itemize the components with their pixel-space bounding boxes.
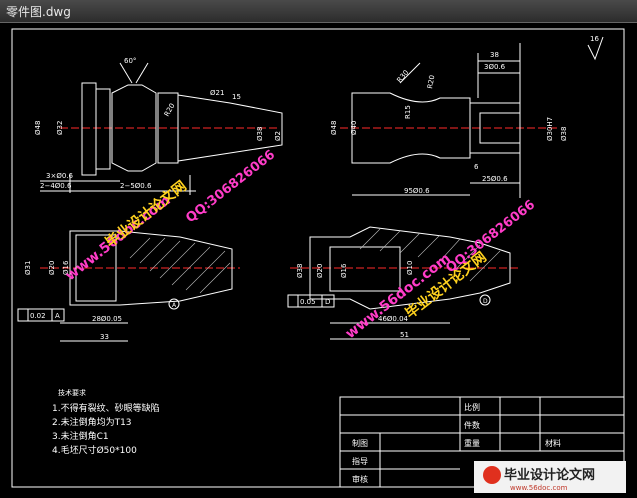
svg-text:Ø20: Ø20 (48, 261, 56, 275)
svg-text:Ø31: Ø31 (24, 261, 32, 275)
svg-text:51: 51 (400, 331, 409, 339)
svg-text:制图: 制图 (352, 438, 368, 448)
svg-text:A: A (55, 312, 60, 320)
svg-text:R30: R30 (395, 69, 410, 85)
svg-text:重量: 重量 (464, 438, 480, 448)
svg-text:D: D (325, 298, 330, 306)
svg-text:Ø38: Ø38 (560, 127, 568, 141)
tech-req-item: 3.未注倒角C1 (52, 430, 109, 442)
svg-text:比例: 比例 (464, 402, 480, 412)
watermarks: www.56doc.com 毕业设计论文网 QQ:306826066 www.5… (63, 147, 539, 342)
svg-text:Ø38: Ø38 (296, 264, 304, 278)
svg-text:审核: 审核 (352, 474, 368, 484)
tech-requirements: 技术要求 1.不得有裂纹、砂眼等缺陷 2.未注倒角均为T13 3.未注倒角C1 … (52, 388, 160, 456)
footer-brand-text: 毕业设计论文网 (504, 467, 595, 483)
svg-text:6: 6 (474, 163, 479, 171)
bottom-left-part (40, 230, 240, 342)
title-block (339, 396, 625, 488)
svg-text:Ø21: Ø21 (210, 89, 224, 97)
drawing-svg: 16 60° 3×Ø0.6 2−4Ø0.6 2− (11, 28, 626, 493)
svg-text:16: 16 (590, 35, 599, 43)
svg-text:Ø20: Ø20 (316, 264, 324, 278)
tech-req-heading: 技术要求 (58, 388, 86, 397)
svg-text:Ø30H7: Ø30H7 (546, 117, 554, 141)
svg-text:R20: R20 (163, 102, 177, 118)
svg-text:95Ø0.6: 95Ø0.6 (404, 187, 430, 195)
tolerance-frame-a: 0.02 A (17, 308, 65, 322)
svg-text:28Ø0.05: 28Ø0.05 (92, 315, 122, 323)
svg-text:2−4Ø0.6: 2−4Ø0.6 (40, 182, 72, 190)
drawing-frame (11, 28, 625, 488)
tech-req-item: 2.未注倒角均为T13 (52, 416, 132, 428)
svg-text:Ø16: Ø16 (340, 263, 348, 278)
bottom-right-dims: D 46Ø0.04 51 Ø38 Ø20 Ø16 Ø10 (296, 261, 488, 339)
watermark-qq: QQ:306826066 (183, 147, 278, 226)
svg-text:件数: 件数 (464, 420, 480, 430)
drawing-canvas[interactable]: 16 60° 3×Ø0.6 2−4Ø0.6 2− (0, 23, 637, 494)
svg-text:A: A (172, 302, 177, 309)
tolerance-frame-d: 0.05 D (287, 294, 335, 308)
tech-req-item: 4.毛坯尺寸Ø50*100 (52, 444, 137, 456)
svg-text:0.05: 0.05 (300, 298, 316, 306)
svg-text:2−5Ø0.6: 2−5Ø0.6 (120, 182, 152, 190)
window-title: 零件图.dwg (6, 5, 71, 19)
surface-finish-symbol: 16 (587, 35, 604, 61)
svg-text:Ø2: Ø2 (274, 131, 282, 141)
top-left-dims: 60° 3×Ø0.6 2−4Ø0.6 2−5Ø0.6 Ø21 15 Ø48 Ø3… (34, 57, 282, 190)
svg-text:3Ø0.6: 3Ø0.6 (484, 63, 506, 71)
top-right-part (340, 43, 560, 198)
bottom-right-part (290, 226, 520, 340)
svg-text:38: 38 (490, 51, 499, 59)
svg-text:指导: 指导 (352, 456, 368, 466)
svg-text:材料: 材料 (545, 438, 561, 448)
top-right-dims: 38 3Ø0.6 95Ø0.6 25Ø0.6 6 Ø48 Ø40 Ø30H7 Ø… (330, 51, 568, 195)
svg-text:33: 33 (100, 333, 109, 341)
svg-text:Ø48: Ø48 (34, 121, 42, 135)
svg-text:25Ø0.6: 25Ø0.6 (482, 175, 508, 183)
svg-text:15: 15 (232, 93, 241, 101)
svg-text:3×Ø0.6: 3×Ø0.6 (46, 172, 74, 180)
title-bar: 零件图.dwg (0, 0, 637, 23)
title-block-labels: 比例 件数 制图 重量 材料 指导 审核 (352, 402, 561, 484)
svg-text:60°: 60° (124, 57, 136, 65)
footer-site-text: www.56doc.com (510, 484, 568, 492)
svg-text:46Ø0.04: 46Ø0.04 (378, 315, 409, 323)
tech-req-item: 1.不得有裂纹、砂眼等缺陷 (52, 402, 160, 414)
footer-brand: 毕业设计论文网 www.56doc.com (474, 461, 626, 493)
svg-text:Ø10: Ø10 (406, 261, 414, 275)
svg-text:Ø40: Ø40 (350, 121, 358, 135)
bottom-left-dims: A 28Ø0.05 33 Ø31 Ø16 Ø20 (24, 260, 177, 341)
svg-text:R20: R20 (426, 74, 436, 89)
svg-text:R15: R15 (404, 105, 412, 119)
watermark-qq: QQ:306826066 (443, 197, 538, 276)
svg-text:Ø48: Ø48 (330, 121, 338, 135)
svg-text:0.02: 0.02 (30, 312, 46, 320)
svg-text:Ø38: Ø38 (256, 127, 264, 141)
svg-text:Ø32: Ø32 (56, 121, 64, 135)
bottom-left-hatch (129, 237, 231, 294)
svg-text:Ø16: Ø16 (62, 260, 70, 275)
bottom-right-hatch (359, 228, 501, 282)
top-left-part (40, 62, 283, 195)
svg-text:D: D (483, 298, 488, 305)
